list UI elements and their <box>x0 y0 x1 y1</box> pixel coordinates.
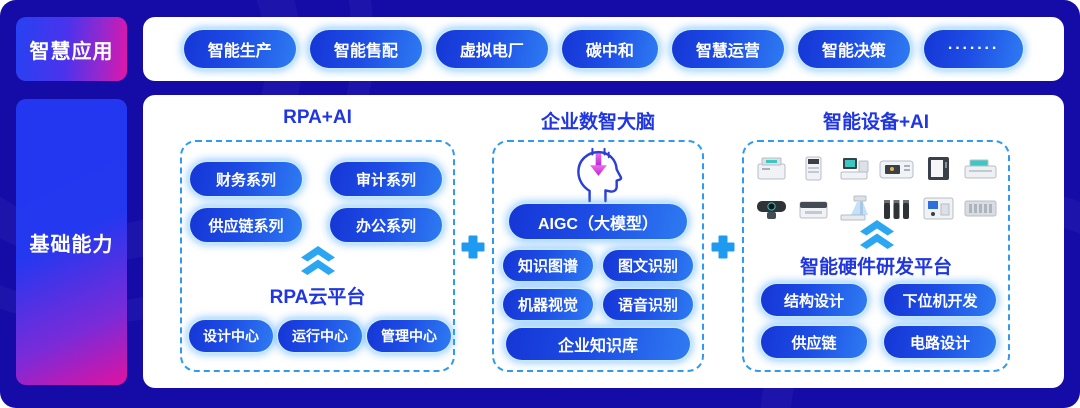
device-cabinet-image <box>920 154 957 188</box>
ai-head-download-icon <box>570 147 626 208</box>
sidebar-label-basic-capabilities: 基础能力 <box>16 99 127 385</box>
brain-pill-image-text-recognition: 图文识别 <box>603 250 693 281</box>
rpa-pill-management-center: 管理中心 <box>367 320 451 352</box>
app-pill-smart-distribution: 智能售配 <box>309 30 422 68</box>
app-pill-smart-decision: 智能决策 <box>797 30 910 68</box>
app-pill-smart-operations: 智慧运营 <box>671 30 784 68</box>
column-header-smart-devices-ai: 智能设备+AI <box>822 112 930 133</box>
device-tower-scanner-image <box>795 154 832 188</box>
sidebar-label-smart-applications: 智慧应用 <box>16 17 127 81</box>
rpa-ai-box: 财务系列 审计系列 供应链系列 办公系列 RPA云平台 设计中心 运行中心 管理… <box>180 140 455 372</box>
brain-pill-aigc-large-model: AIGC（大模型） <box>509 204 687 239</box>
hardware-platform-title: 智能硬件研发平台 <box>799 257 952 278</box>
rpa-pill-supply-chain-series: 供应链系列 <box>190 208 302 242</box>
column-header-enterprise-brain: 企业数智大脑 <box>540 112 655 133</box>
device-pill-circuit-design: 电路设计 <box>884 326 996 358</box>
applications-panel: 智能生产 智能售配 虚拟电厂 碳中和 智慧运营 智能决策 ······· <box>143 17 1064 81</box>
device-sensor-probes-image <box>878 194 915 228</box>
brain-pill-enterprise-knowledge-base: 企业知识库 <box>506 328 690 360</box>
device-kiosk-station-image <box>920 194 957 228</box>
column-header-rpa-ai: RPA+AI <box>283 107 352 128</box>
rpa-pill-design-center: 设计中心 <box>189 320 273 352</box>
plus-icon <box>460 234 486 260</box>
sidebar-label-text: 基础能力 <box>29 233 114 256</box>
app-pill-more-ellipsis: ······· <box>923 30 1024 68</box>
rpa-pill-office-series: 办公系列 <box>330 208 442 242</box>
double-chevron-up-icon <box>299 246 337 281</box>
brain-pill-speech-recognition: 语音识别 <box>603 289 693 320</box>
brain-pill-knowledge-graph: 知识图谱 <box>503 250 593 281</box>
sidebar-label-text: 智慧应用 <box>29 40 114 63</box>
device-overhead-scanner-image <box>837 194 874 228</box>
device-server-module-image <box>962 194 999 228</box>
device-flatbed-scanner-image <box>962 154 999 188</box>
rpa-cloud-platform-title: RPA云平台 <box>269 287 366 308</box>
app-pill-virtual-power-plant: 虚拟电厂 <box>435 30 548 68</box>
rpa-pill-audit-series: 审计系列 <box>330 162 442 196</box>
capabilities-panel: RPA+AI 企业数智大脑 智能设备+AI 财务系列 审计系列 供应链系列 办公… <box>143 95 1064 388</box>
device-printer-image <box>753 154 790 188</box>
smart-devices-box: 智能硬件研发平台 结构设计 下位机开发 供应链 电路设计 <box>742 140 1010 372</box>
device-industrial-printer-image <box>878 154 915 188</box>
device-pill-lower-computer-dev: 下位机开发 <box>884 284 996 316</box>
double-chevron-up-icon <box>858 220 896 255</box>
rpa-pill-finance-series: 财务系列 <box>190 162 302 196</box>
device-webcam-image <box>753 194 790 228</box>
device-pos-terminal-image <box>837 154 874 188</box>
device-image-grid <box>753 154 999 228</box>
device-pill-supply-chain: 供应链 <box>761 326 867 358</box>
app-pill-carbon-neutral: 碳中和 <box>561 30 658 68</box>
brain-pill-machine-vision: 机器视觉 <box>503 289 593 320</box>
rpa-pill-operation-center: 运行中心 <box>278 320 362 352</box>
plus-icon <box>710 234 736 260</box>
enterprise-brain-box: AIGC（大模型） 知识图谱 图文识别 机器视觉 语音识别 企业知识库 <box>492 140 704 372</box>
device-desktop-printer-image <box>795 194 832 228</box>
device-pill-structural-design: 结构设计 <box>761 284 867 316</box>
app-pill-smart-production: 智能生产 <box>183 30 296 68</box>
